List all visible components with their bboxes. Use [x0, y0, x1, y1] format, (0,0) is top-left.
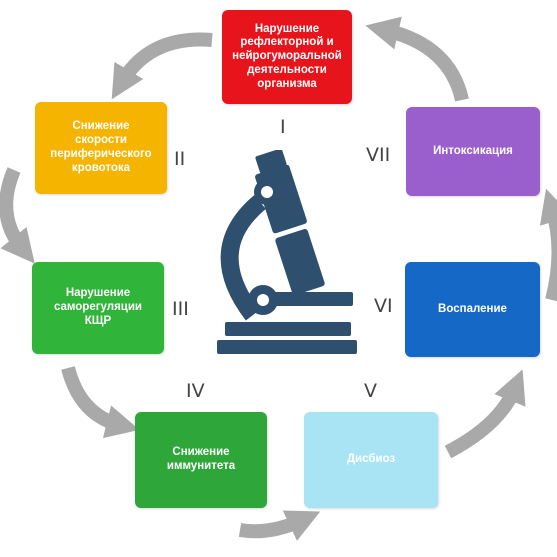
stage-box-7: Интоксикация — [406, 107, 540, 196]
stage-label-1: Нарушение рефлекторной и нейрогуморально… — [232, 22, 342, 90]
stage-numeral-4: IV — [186, 380, 205, 402]
curved-arrow-icon — [111, 32, 213, 100]
stage-numeral-5: V — [364, 380, 377, 402]
stage-box-3: Нарушение саморегуляции КЩР — [32, 262, 164, 354]
curved-arrow-icon — [0, 167, 35, 264]
stage-numeral-3: III — [172, 298, 189, 320]
curved-arrow-icon — [61, 366, 140, 439]
stage-numeral-7: VII — [366, 144, 391, 166]
stage-label-5: Дисбиоз — [346, 453, 396, 466]
stage-label-2: Снижение скорости периферического кровот… — [50, 120, 152, 174]
stage-box-5: Дисбиоз — [304, 412, 438, 508]
microscope-icon — [217, 150, 357, 354]
stage-box-6: Воспаление — [405, 262, 540, 357]
stage-box-4: Снижение иммунитета — [135, 412, 267, 508]
curved-arrow-icon — [238, 510, 321, 541]
curved-arrow-icon — [444, 369, 526, 459]
stage-numeral-6: VI — [374, 295, 393, 317]
curved-arrow-icon — [539, 188, 557, 302]
stage-label-6: Воспаление — [438, 302, 507, 315]
stage-box-2: Снижение скорости периферического кровот… — [35, 102, 167, 194]
stage-label-3: Нарушение саморегуляции КЩР — [54, 287, 142, 327]
stage-numeral-2: II — [174, 148, 186, 170]
stage-label-7: Интоксикация — [433, 144, 513, 157]
stage-label-4: Снижение иммунитета — [166, 446, 236, 472]
stage-numeral-1: I — [280, 116, 286, 138]
curved-arrow-icon — [365, 16, 469, 102]
stage-box-1: Нарушение рефлекторной и нейрогуморально… — [222, 10, 352, 104]
